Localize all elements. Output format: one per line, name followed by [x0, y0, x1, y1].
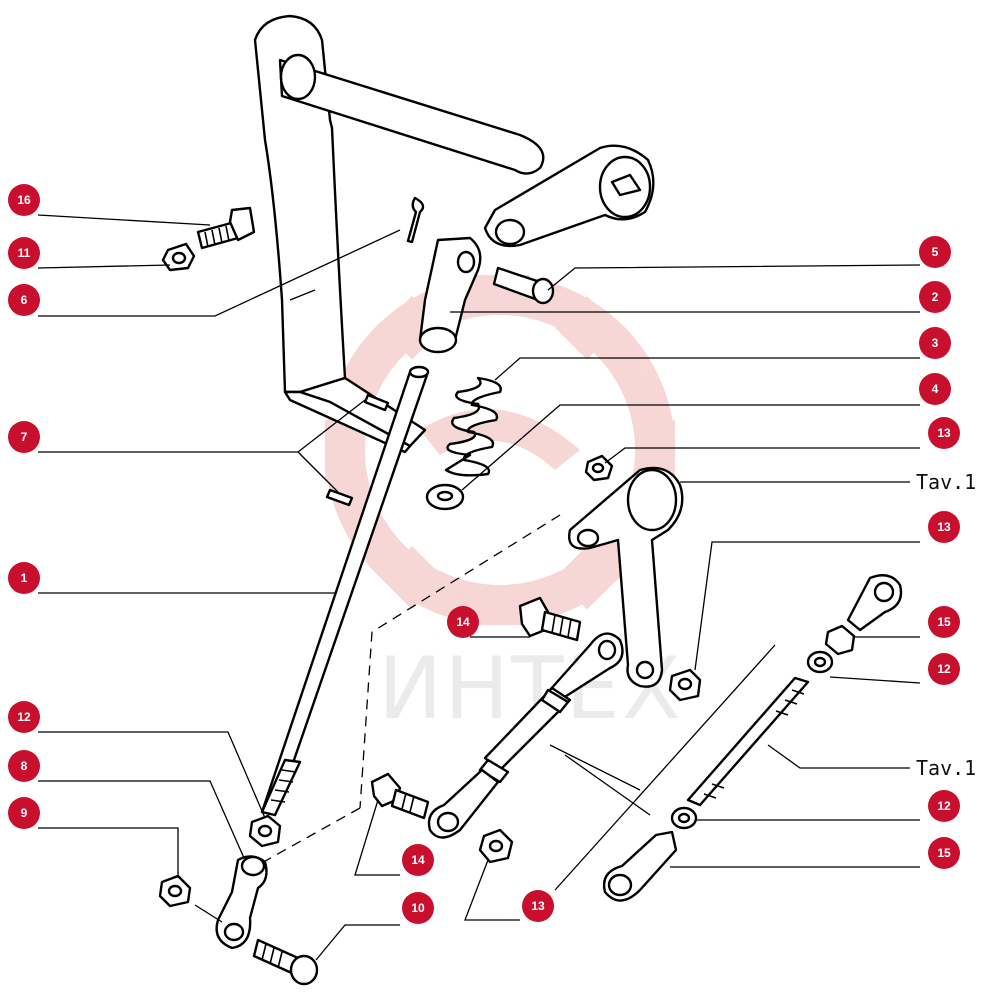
bell-crank-lever: [568, 466, 684, 688]
callout-8: 8: [8, 750, 40, 782]
callout-4-label: 4: [932, 382, 939, 396]
callout-13-right: 13: [928, 511, 960, 543]
nut-11: [161, 242, 196, 272]
reference-label-lower: Tav.1: [916, 756, 976, 780]
callout-8-label: 8: [21, 759, 28, 773]
bolt-16: [196, 206, 256, 250]
washer-12-lower: [670, 806, 698, 830]
reference-label-upper: Tav.1: [916, 470, 976, 494]
nut-13-top: [584, 454, 614, 482]
washer-12-left: [248, 814, 282, 848]
callout-14-lower: 14: [402, 844, 434, 876]
callout-15-lower-label: 15: [937, 846, 951, 860]
nut-9: [158, 874, 192, 908]
eye-end-8: [215, 855, 268, 950]
callout-4: 4: [919, 373, 951, 405]
bolt-14-upper: [518, 596, 582, 642]
callout-11: 11: [8, 237, 40, 269]
callout-5-label: 5: [932, 245, 939, 259]
leader-lines: [37, 214, 921, 961]
callout-3-label: 3: [932, 336, 939, 350]
callout-15-lower: 15: [928, 837, 960, 869]
spring: [444, 376, 502, 477]
callout-9-label: 9: [21, 806, 28, 820]
clevis-pin: [492, 266, 555, 305]
callout-1: 1: [8, 562, 40, 594]
bolt-14-lower: [370, 772, 430, 820]
callout-10: 10: [402, 892, 434, 924]
rod-end-lower: [602, 830, 678, 902]
callout-6-label: 6: [21, 293, 28, 307]
callout-14-lower-label: 14: [411, 853, 425, 867]
adjustable-link: [427, 632, 624, 839]
callout-13-top: 13: [928, 417, 960, 449]
nut-13-mid: [478, 828, 514, 864]
callout-12-right-upper: 12: [928, 653, 960, 685]
threaded-rod-right: [686, 676, 810, 807]
callout-12-right-upper-label: 12: [937, 662, 951, 676]
shaft-lever: [483, 144, 655, 248]
nut-13-right: [668, 668, 702, 702]
callout-16-label: 16: [17, 193, 31, 207]
nut-15-upper: [824, 624, 856, 656]
cotter-pin: [406, 196, 425, 244]
callout-1-label: 1: [21, 571, 28, 585]
callout-15-upper-label: 15: [937, 615, 951, 629]
pedal-bracket: [253, 14, 545, 454]
washer-12-upper: [806, 650, 834, 674]
callout-11-label: 11: [18, 246, 31, 260]
roll-pins: [325, 393, 390, 507]
callout-13-right-label: 13: [937, 520, 951, 534]
rod-end-upper: [846, 574, 903, 632]
callout-3: 3: [919, 327, 951, 359]
washer: [425, 483, 465, 511]
callout-2-label: 2: [932, 290, 939, 304]
callout-13-bottom: 13: [522, 890, 554, 922]
callout-2: 2: [919, 281, 951, 313]
clevis-fork: [418, 236, 482, 354]
callout-10-label: 10: [411, 901, 425, 915]
callout-14-upper: 14: [447, 606, 479, 638]
callout-6: 6: [8, 284, 40, 316]
callout-7: 7: [8, 421, 40, 453]
callout-14-upper-label: 14: [456, 615, 470, 629]
callout-12-left: 12: [8, 701, 40, 733]
threaded-rod: [260, 365, 430, 817]
callout-15-upper: 15: [928, 606, 960, 638]
callout-16: 16: [8, 184, 40, 216]
callout-5: 5: [919, 236, 951, 268]
callout-13-top-label: 13: [937, 426, 951, 440]
callout-12-left-label: 12: [17, 710, 31, 724]
bolt-10: [252, 938, 319, 986]
callout-7-label: 7: [21, 430, 28, 444]
callout-12-right-lower: 12: [928, 790, 960, 822]
callout-9: 9: [8, 797, 40, 829]
assembly-dash-lines: [194, 514, 776, 923]
callout-12-right-lower-label: 12: [937, 799, 951, 813]
callout-13-bottom-label: 13: [531, 899, 545, 913]
